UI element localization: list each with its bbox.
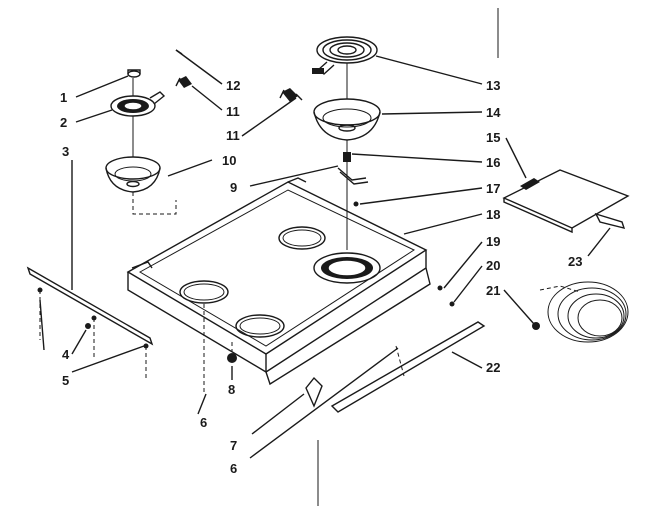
hinge <box>305 376 323 408</box>
label-14: 14 <box>486 105 501 120</box>
leader-lines <box>39 49 611 459</box>
large-surface-element <box>312 36 378 75</box>
receptacle-left <box>175 76 192 88</box>
front-trim-strip <box>330 321 486 413</box>
large-drip-bowl <box>313 98 381 141</box>
label-1: 1 <box>60 90 67 105</box>
receptacle-right <box>279 88 303 102</box>
label-22: 22 <box>486 360 500 375</box>
label-18: 18 <box>486 207 500 222</box>
side-screws <box>437 285 455 307</box>
label-4: 4 <box>62 347 70 362</box>
label-17: 17 <box>486 181 500 196</box>
label-15: 15 <box>486 130 500 145</box>
element-bracket <box>337 152 369 207</box>
wire-harness <box>532 281 629 343</box>
label-6a: 6 <box>200 415 207 430</box>
label-5: 5 <box>62 373 69 388</box>
label-23: 23 <box>568 254 582 269</box>
label-8: 8 <box>228 382 235 397</box>
label-20: 20 <box>486 258 500 273</box>
label-21: 21 <box>486 283 500 298</box>
label-6b: 6 <box>230 461 237 476</box>
cooktop-main-top <box>126 177 431 386</box>
small-surface-element <box>110 91 166 117</box>
label-9: 9 <box>230 180 237 195</box>
label-11b: 11 <box>226 128 240 143</box>
label-10: 10 <box>222 153 236 168</box>
mounting-screw <box>227 342 237 363</box>
infinite-switch-panel <box>502 169 630 234</box>
label-2: 2 <box>60 115 67 130</box>
label-13: 13 <box>486 78 500 93</box>
label-7: 7 <box>230 438 237 453</box>
label-12: 12 <box>226 78 240 93</box>
label-3: 3 <box>62 144 69 159</box>
small-drip-bowl <box>105 156 161 193</box>
element-clip <box>127 69 141 78</box>
label-19: 19 <box>486 234 500 249</box>
side-trim <box>26 266 154 378</box>
label-16: 16 <box>486 155 500 170</box>
part-number-labels: 1 2 3 4 5 6 6 7 8 9 10 11 11 12 13 14 15… <box>60 78 582 476</box>
label-11a: 11 <box>226 104 240 119</box>
